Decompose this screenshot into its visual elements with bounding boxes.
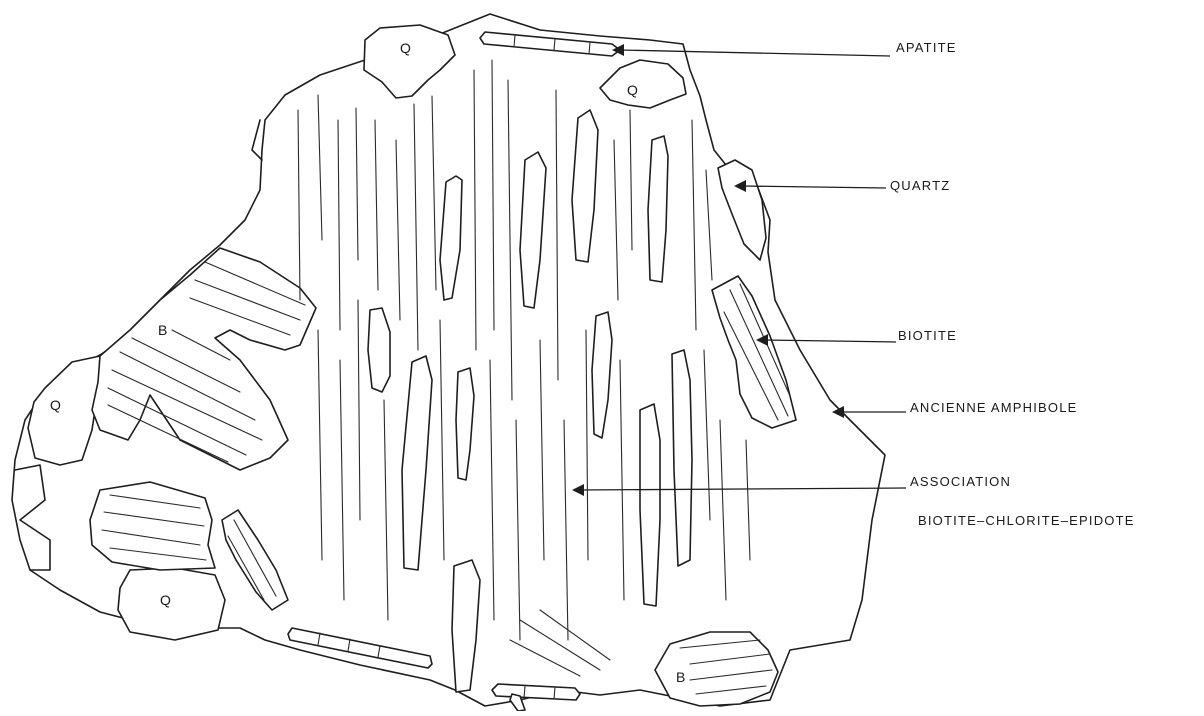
apatite-needle-bottom-left [288,628,432,668]
label-quartz: QUARTZ [890,178,950,193]
leader-ancienne-amphibole [832,406,906,418]
biotite-grain-small-lower [222,510,288,610]
quartz-grain-top-right [600,60,686,108]
grain-label-q-bottom: Q [160,592,171,608]
leader-biotite [756,334,896,346]
leader-apatite [612,44,890,56]
label-biotite: BIOTITE [898,328,957,343]
label-ancienne-amphibole: ANCIENNE AMPHIBOLE [910,400,1078,415]
quartz-grain-right [718,160,766,260]
quartz-grain-bottom [118,568,225,640]
grain-label-q-top-left: Q [400,40,411,56]
grain-label-q-top-right: Q [627,82,638,98]
quartz-grain-left [28,356,100,465]
label-association-minerals: BIOTITE–CHLORITE–EPIDOTE [918,513,1135,528]
grain-label-b-left: B [158,322,167,338]
association-needles [368,110,692,692]
label-apatite: APATITE [896,40,957,55]
biotite-grain-bottom [655,632,778,706]
label-association: ASSOCIATION [910,474,1011,489]
biotite-grain-lower-left [90,482,215,570]
quartz-grain-top-left [364,25,455,98]
apatite-needle-bottom [492,684,580,711]
biotite-grain-left [92,248,316,470]
grain-label-q-left: Q [50,397,61,413]
grain-label-b-bottom: B [676,669,685,685]
